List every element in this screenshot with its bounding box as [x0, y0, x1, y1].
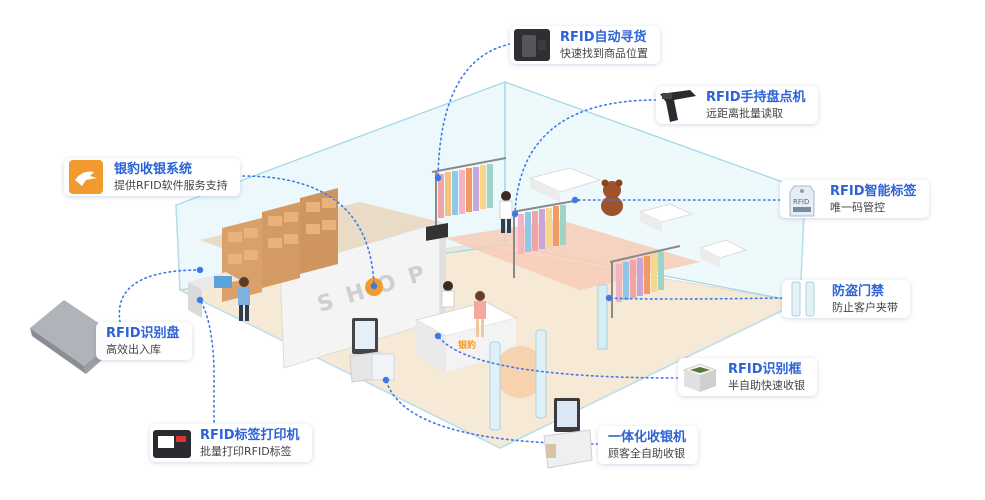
pink-carpet	[445, 220, 700, 290]
rfid-tag-icon: RFID	[789, 185, 815, 217]
feature-smart-tag[interactable]: RFID RFID智能标签 唯一码管控	[780, 180, 929, 218]
feature-subtitle: 顾客全自助收银	[608, 447, 685, 460]
feature-subtitle: 防止客户夹带	[832, 301, 898, 314]
feature-subtitle: 批量打印RFID标签	[200, 445, 292, 458]
feature-title: 银豹收银系统	[114, 162, 193, 177]
rfid-handheld-finder-icon	[514, 29, 550, 61]
connector-label-printer	[199, 299, 215, 433]
anti-theft-gate-icon	[791, 281, 815, 317]
yinbao-logo-icon	[69, 160, 103, 194]
feature-subtitle: 高效出入库	[106, 343, 161, 356]
connector-auto-find	[437, 43, 511, 179]
feature-subtitle: 快速找到商品位置	[560, 47, 648, 60]
feature-yinbao[interactable]: 银豹收银系统 提供RFID软件服务支持	[64, 158, 240, 196]
feature-pos[interactable]: 一体化收银机 顾客全自助收银	[598, 426, 699, 464]
checkout-counter: 银豹	[414, 223, 518, 372]
connector-handheld	[514, 99, 657, 215]
feature-reader-box[interactable]: RFID识别框 半自助快速收银	[678, 358, 817, 396]
connector-anti-theft	[608, 297, 783, 300]
anti-theft-gate	[597, 284, 608, 350]
feature-title: 一体化收银机	[608, 430, 687, 445]
rfid-handheld-scanner-icon	[660, 90, 696, 122]
entrance-gate	[489, 329, 547, 431]
clothes-rack-right	[609, 245, 681, 318]
feature-title: RFID手持盘点机	[706, 90, 806, 105]
feature-title: RFID识别盘	[106, 326, 180, 341]
feature-subtitle: 唯一码管控	[830, 201, 885, 214]
teddy-bear	[601, 179, 623, 216]
feature-subtitle: 提供RFID软件服务支持	[114, 179, 228, 192]
rfid-reader-box-icon	[682, 363, 718, 392]
connector-reader-pad	[118, 269, 201, 323]
feature-reader-pad[interactable]: RFID识别盘 高效出入库	[96, 322, 192, 360]
feature-title: RFID自动寻货	[560, 30, 647, 45]
svg-text:RFID: RFID	[793, 198, 809, 206]
feature-handheld[interactable]: RFID手持盘点机 远距离批量读取	[656, 86, 818, 124]
feature-subtitle: 半自助快速收银	[728, 379, 805, 392]
feature-auto-find[interactable]: RFID自动寻货 快速找到商品位置	[510, 26, 660, 64]
kiosk	[349, 318, 395, 383]
clothes-rack-back	[431, 157, 507, 228]
feature-title: 防盗门禁	[832, 284, 885, 299]
connector-dots	[196, 174, 613, 384]
feature-anti-theft[interactable]: 防盗门禁 防止客户夹带	[782, 280, 910, 318]
clothes-rack-middle	[511, 199, 581, 278]
pos-terminal-icon	[543, 398, 593, 469]
feature-subtitle: 远距离批量读取	[706, 107, 783, 120]
cashier-logo: 银豹	[458, 339, 476, 351]
label-printer-icon	[153, 430, 191, 458]
feature-title: RFID智能标签	[830, 184, 917, 199]
connector-yinbao	[242, 175, 375, 287]
feature-label-printer[interactable]: RFID标签打印机 批量打印RFID标签	[150, 424, 312, 462]
connector-reader-box	[437, 335, 679, 379]
feature-title: RFID识别框	[728, 362, 802, 377]
feature-title: RFID标签打印机	[200, 428, 300, 443]
